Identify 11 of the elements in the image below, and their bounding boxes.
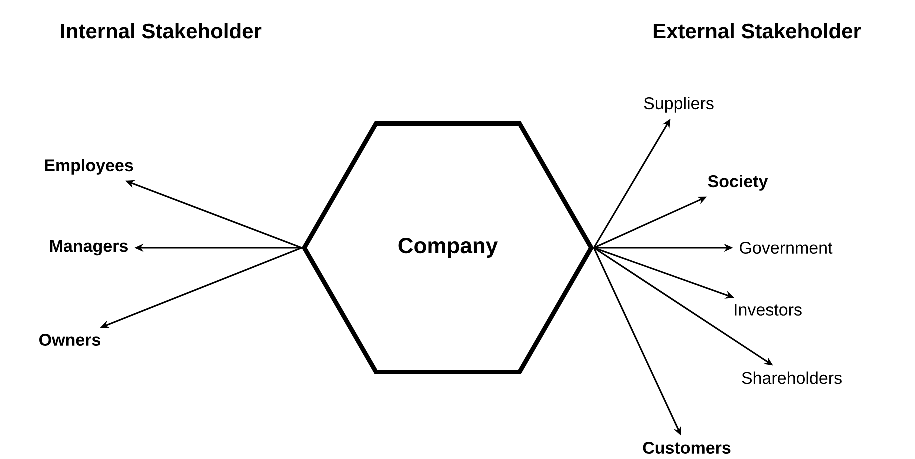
heading: External Stakeholder [654, 23, 862, 39]
stakeholder-label: Society [708, 175, 768, 191]
stakeholder-label: Suppliers [644, 97, 714, 113]
stakeholder-label: Employees [45, 159, 134, 175]
heading: Internal Stakeholder [61, 23, 262, 39]
stakeholder-label: Customers [643, 442, 731, 454]
stakeholder-label: Investors [735, 304, 802, 316]
stakeholder-label: Managers [50, 240, 128, 256]
stakeholder-label: Owners [40, 334, 100, 346]
stakeholder-label: Shareholders [742, 372, 842, 384]
stakeholder-label: Government [740, 242, 833, 254]
